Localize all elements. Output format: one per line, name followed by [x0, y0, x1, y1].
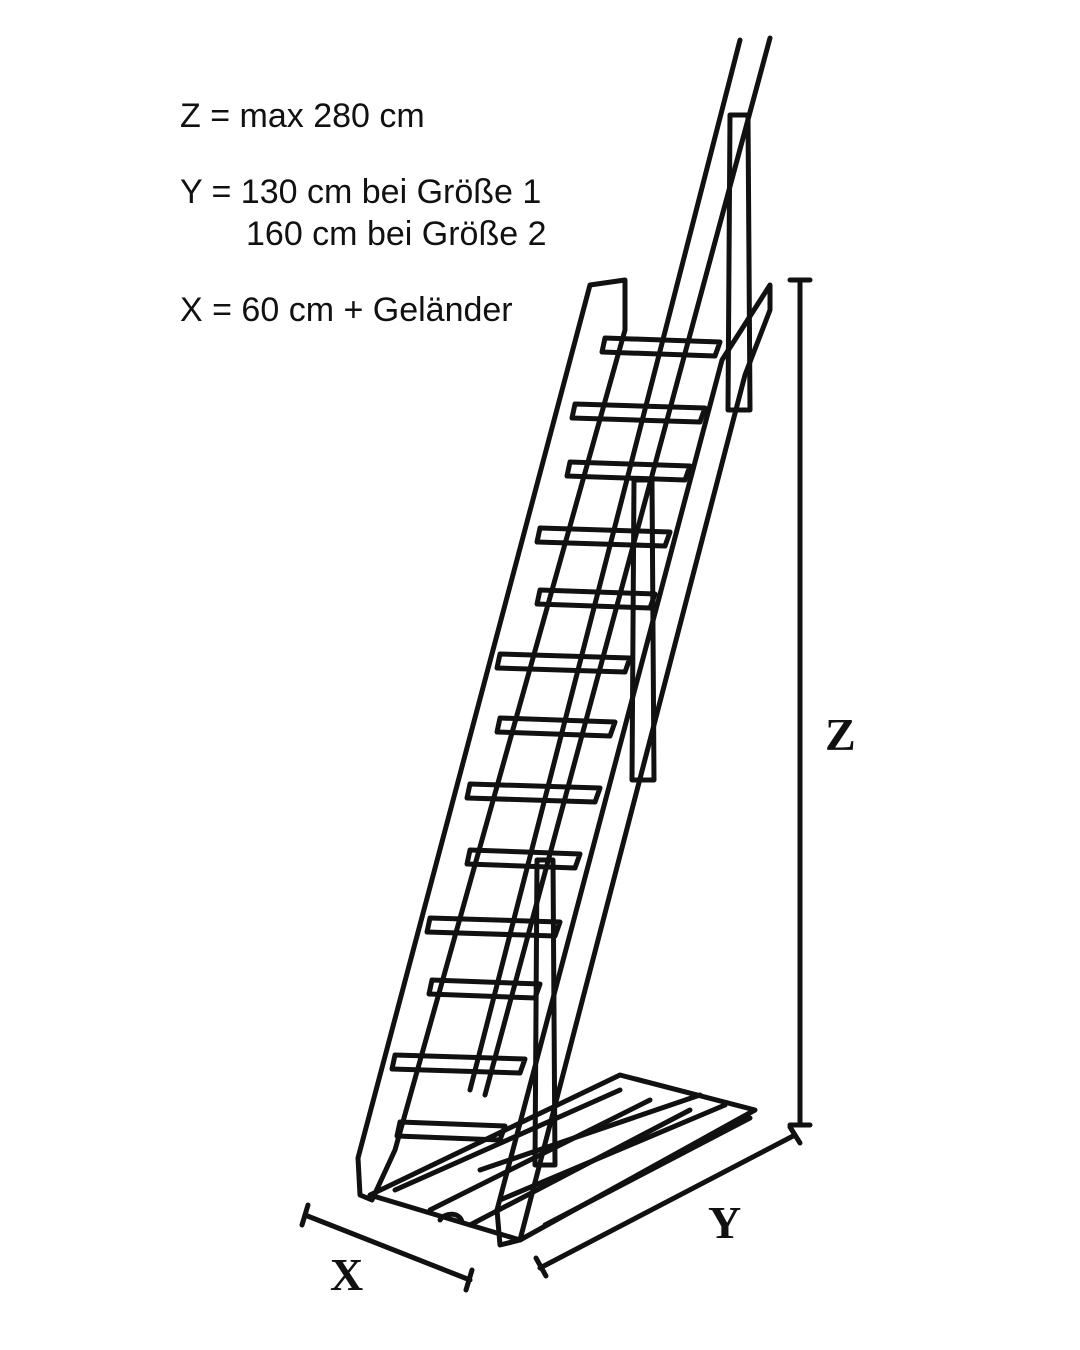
- baluster-upper: [725, 112, 753, 413]
- y-label: Y: [708, 1197, 741, 1248]
- x-label: X: [330, 1249, 363, 1300]
- left-stringer: [355, 277, 628, 1203]
- z-dimension-line: [787, 277, 813, 1128]
- steps: [389, 335, 723, 1143]
- baluster-lower: [532, 857, 558, 1168]
- z-label: Z: [825, 709, 856, 760]
- x-dimension-line: [299, 1202, 475, 1293]
- z-spec: Z = max 280 cm: [180, 97, 425, 135]
- y-spec-size-1: Y = 130 cm bei Größe 1: [180, 173, 542, 211]
- y-spec-size-2: 160 cm bei Größe 2: [246, 215, 547, 253]
- specification-text: Z = max 280 cm Y = 130 cm bei Größe 1 16…: [180, 95, 546, 331]
- x-spec: X = 60 cm + Geländer: [180, 291, 513, 329]
- base-frame: [367, 1072, 758, 1243]
- y-dimension-line: [533, 1124, 803, 1279]
